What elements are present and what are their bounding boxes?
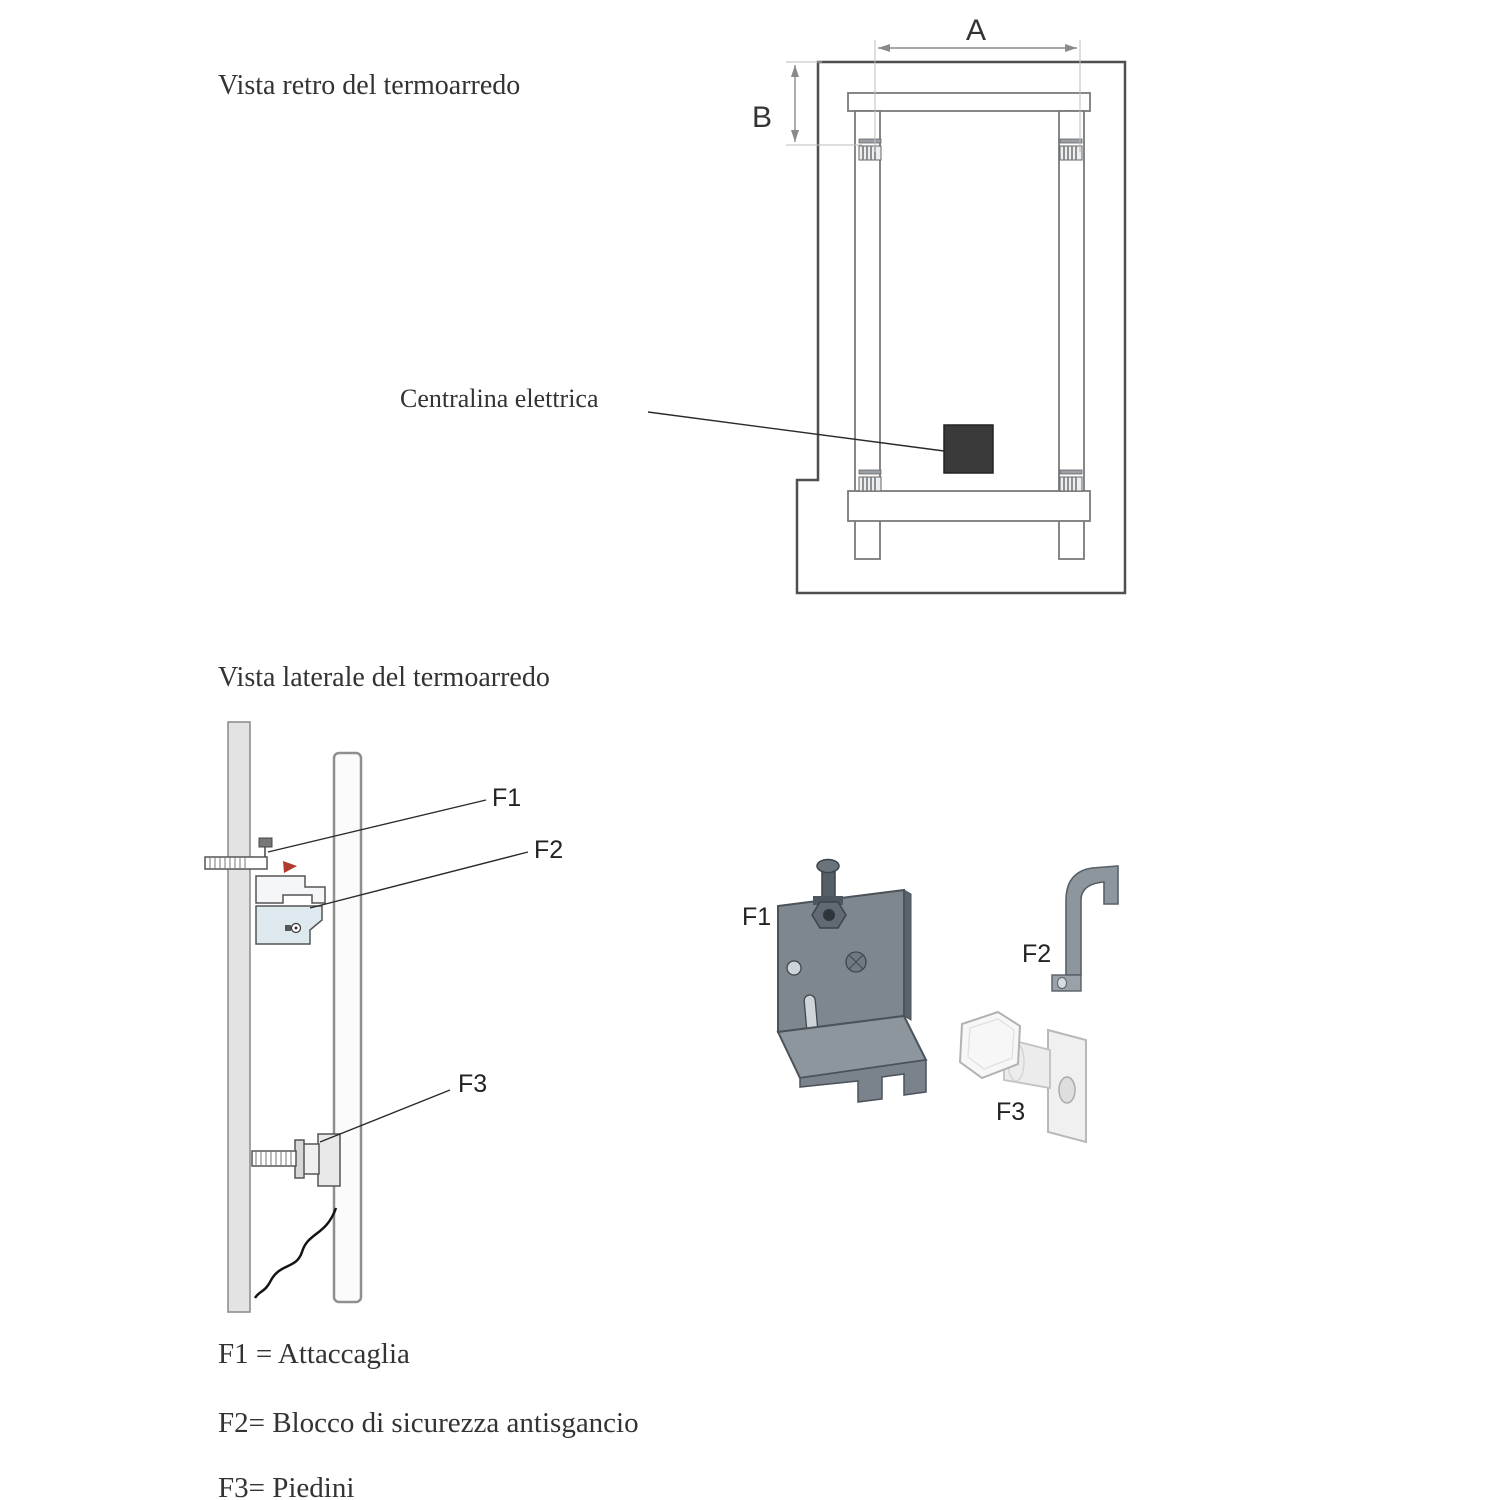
part-f3-3d (958, 1010, 1087, 1144)
side-view-drawing: F1 F2 F3 (204, 721, 563, 1313)
part-f1-3d (776, 858, 928, 1103)
f1-hole (786, 960, 802, 976)
hook-profile (255, 875, 326, 904)
side-view-title: Vista laterale del termoarredo (218, 662, 550, 693)
power-wire (253, 1207, 338, 1299)
part-f2-3d (1051, 865, 1119, 992)
red-arrow-marker (283, 861, 297, 873)
control-unit-square (943, 424, 994, 474)
foot-assembly (251, 1133, 341, 1187)
control-unit-label: Centralina elettrica (400, 384, 599, 413)
dimension-a: A (874, 14, 1081, 152)
legend-f2: F2= Blocco di sicurezza antisgancio (218, 1407, 639, 1439)
side-f3-label: F3 (458, 1070, 487, 1098)
part-f1-label: F1 (742, 903, 771, 931)
bracket-bottom-left (858, 469, 882, 492)
f2-leader-line (309, 851, 529, 909)
bottom-crossbar (847, 490, 1091, 522)
f2-hook-body (1065, 865, 1119, 976)
legend-f3: F3= Piedini (218, 1472, 354, 1500)
top-crossbar (847, 92, 1091, 112)
rear-view-title: Vista retro del termoarredo (218, 70, 520, 101)
dimension-b: B (752, 61, 862, 146)
f3-plate-hole (1058, 1076, 1076, 1104)
part-f2-label: F2 (1022, 940, 1051, 968)
legend-f1: F1 = Attaccaglia (218, 1338, 410, 1370)
f3-leader-line (319, 1089, 451, 1143)
upper-bracket-assembly (204, 837, 326, 945)
f1-flange-lip (799, 1059, 927, 1103)
wall-section (227, 721, 251, 1313)
bracket-top-right (1059, 138, 1083, 161)
dimension-a-label: A (966, 14, 986, 47)
control-unit-leader-line (647, 411, 945, 452)
f1-leader-line (267, 799, 487, 853)
dimension-b-label: B (752, 101, 772, 134)
rear-view-drawing: A B (647, 14, 1127, 595)
part-f3-label: F3 (996, 1098, 1025, 1126)
side-f1-label: F1 (492, 784, 521, 812)
bracket-top-left (858, 138, 882, 161)
side-f2-label: F2 (534, 836, 563, 864)
f1-bolt-head (816, 858, 840, 874)
bolt-head (258, 837, 273, 848)
bracket-bottom-right (1059, 469, 1083, 492)
